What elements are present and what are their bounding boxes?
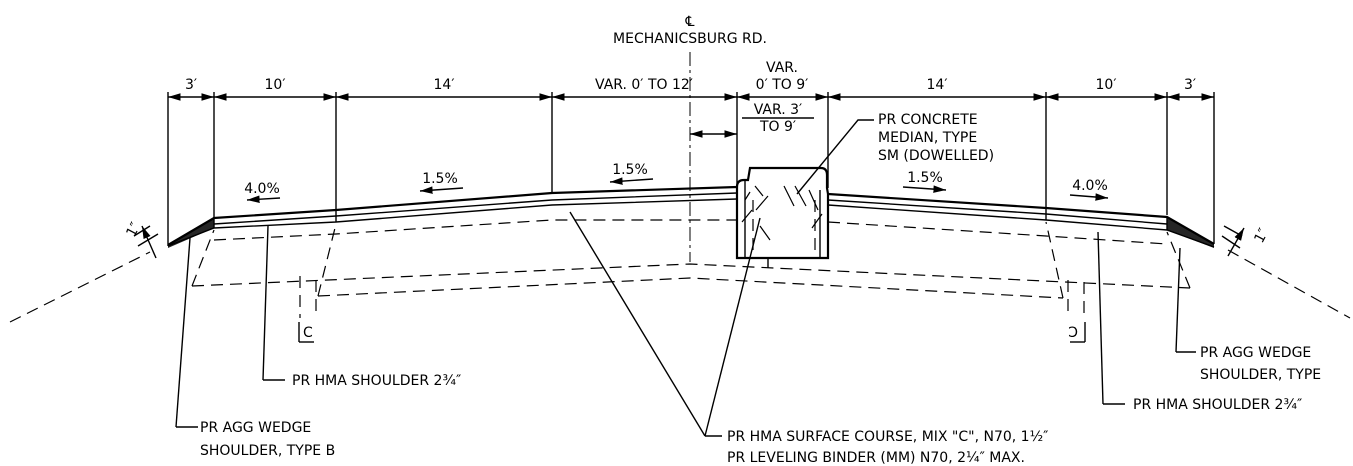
callout-median-line2: MEDIAN, TYPE <box>878 130 977 146</box>
road-name: MECHANICSBURG RD. <box>613 31 767 47</box>
callout-agg-wedge-right-line2: SHOULDER, TYPE <box>1200 367 1321 383</box>
thickness-left: 1″ <box>123 220 144 240</box>
callout-leaders <box>175 211 1196 437</box>
callout-median-line1: PR CONCRETE <box>878 112 978 128</box>
slope-arrows <box>246 177 1109 204</box>
dim-median-var-line1: VAR. 3′ <box>754 102 802 118</box>
dim-right-var-bottom: 0′ TO 9′ <box>756 77 809 93</box>
dimension-lines <box>168 93 1214 138</box>
dimension-extension-lines <box>167 92 1215 246</box>
callout-agg-wedge-left-line1: PR AGG WEDGE <box>200 420 311 436</box>
c-mark-left: C <box>303 325 313 341</box>
dim-left-shoulder-outer: 3′ <box>185 77 197 93</box>
dim-median-var-line2: TO 9′ <box>759 119 796 135</box>
leader-median <box>796 119 874 195</box>
callout-surface-line2: PR LEVELING BINDER (MM) N70, 2¼″ MAX. <box>727 450 1025 466</box>
c-mark-right: C <box>1068 325 1078 341</box>
callout-surface-line1: PR HMA SURFACE COURSE, MIX "C", N70, 1½″ <box>727 429 1048 445</box>
concrete-median <box>735 166 830 268</box>
slope-left-shoulder: 4.0% <box>244 181 280 197</box>
dim-left-lane: 14′ <box>434 77 455 93</box>
dim-right-shoulder-outer: 3′ <box>1184 77 1196 93</box>
thickness-right: 1″ <box>1251 226 1272 246</box>
pavement-right <box>827 192 1215 248</box>
dim-right-lane: 14′ <box>927 77 948 93</box>
subgrade-lines <box>9 219 1351 323</box>
callout-agg-wedge-left-line2: SHOULDER, TYPE B <box>200 443 335 459</box>
dim-right-var-top: VAR. <box>766 60 798 76</box>
callout-hma-shoulder-left: PR HMA SHOULDER 2¾″ <box>292 373 461 389</box>
slope-left-lane: 1.5% <box>422 171 458 187</box>
slope-right-lane: 1.5% <box>907 170 943 186</box>
thickness-markers <box>133 225 1245 259</box>
callout-hma-shoulder-right: PR HMA SHOULDER 2¾″ <box>1133 397 1302 413</box>
slope-left-inner: 1.5% <box>612 162 648 178</box>
centerline-symbol: ℄ <box>685 14 695 30</box>
callout-agg-wedge-right-line1: PR AGG WEDGE <box>1200 345 1311 361</box>
dim-left-shoulder: 10′ <box>265 77 286 93</box>
pavement-left <box>167 185 738 248</box>
slope-right-shoulder: 4.0% <box>1072 178 1108 194</box>
callout-median-line3: SM (DOWELLED) <box>878 148 994 164</box>
dim-right-shoulder: 10′ <box>1096 77 1117 93</box>
dim-left-var: VAR. 0′ TO 12′ <box>595 77 693 93</box>
